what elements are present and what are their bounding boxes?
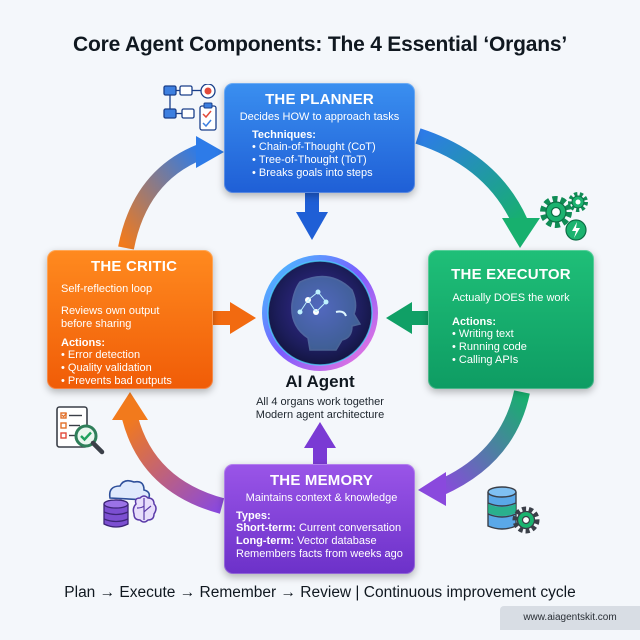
memory-types-label: Types: — [236, 510, 271, 522]
memory-short-label: Short-term: — [236, 522, 296, 534]
list-item: Quality validation — [61, 362, 205, 375]
executor-actions-list: Writing text Running code Calling APIs — [452, 328, 584, 367]
critic-title: THE CRITIC — [91, 258, 178, 275]
critic-actions-list: Error detection Quality validation Preve… — [61, 349, 205, 388]
list-item: Chain-of-Thought (CoT) — [252, 141, 405, 154]
arrow-executor-to-memory — [436, 390, 530, 496]
list-item: Running code — [452, 341, 584, 354]
arrow-memory-to-critic — [122, 415, 225, 514]
arrowhead-critic — [112, 392, 148, 420]
list-item: Tree-of-Thought (ToT) — [252, 154, 405, 167]
arrowhead-executor — [502, 218, 540, 248]
arrow-critic-to-planner — [118, 144, 204, 250]
planner-techniques-label: Techniques: — [252, 129, 316, 141]
critic-actions-label: Actions: — [61, 337, 105, 349]
critic-card: THE CRITIC Self-reflection loop Reviews … — [47, 250, 213, 389]
planner-title: THE PLANNER — [265, 91, 374, 108]
cloud-database-brain-icon — [103, 479, 157, 528]
critic-line1: Self-reflection loop — [61, 283, 153, 295]
memory-subtitle: Maintains context & knowledge — [245, 492, 398, 504]
list-item: Breaks goals into steps — [252, 167, 405, 180]
memory-short-term: Short-term: Current conversation — [236, 522, 407, 535]
arrowhead-memory — [418, 472, 446, 506]
page-title: Core Agent Components: The 4 Essential ‘… — [73, 33, 567, 56]
flowchart-icon — [163, 84, 217, 131]
planner-techniques-list: Chain-of-Thought (CoT) Tree-of-Thought (… — [252, 141, 405, 180]
database-gear-icon — [487, 486, 540, 534]
watermark[interactable]: www.aiagentskit.com — [500, 606, 640, 630]
ai-head-icon — [262, 255, 378, 371]
cycle-caption: Plan → Execute → Remember → Review | Con… — [64, 584, 576, 601]
list-item: Writing text — [452, 328, 584, 341]
critic-line2: Reviews own output before sharing — [61, 305, 160, 330]
memory-card: THE MEMORY Maintains context & knowledge… — [224, 464, 415, 574]
center-line1: All 4 organs work together — [256, 396, 384, 408]
executor-title: THE EXECUTOR — [451, 266, 571, 283]
executor-subtitle: Actually DOES the work — [452, 292, 570, 304]
gears-icon — [540, 192, 588, 241]
planner-card: THE PLANNER Decides HOW to approach task… — [224, 83, 415, 193]
memory-title: THE MEMORY — [269, 472, 374, 489]
center-title: AI Agent — [285, 372, 355, 391]
list-item: Calling APIs — [452, 354, 584, 367]
memory-facts: Remembers facts from weeks ago — [236, 548, 403, 560]
arrowhead-planner — [196, 136, 224, 168]
center-line2: Modern agent architecture — [255, 409, 385, 421]
memory-long-label: Long-term: — [236, 535, 295, 547]
memory-long-term: Long-term: Vector database — [236, 535, 407, 548]
list-item: Error detection — [61, 349, 205, 362]
executor-actions-label: Actions: — [452, 316, 496, 328]
document-magnifier-icon — [56, 406, 105, 455]
planner-subtitle: Decides HOW to approach tasks — [239, 111, 400, 123]
memory-long-text: Vector database — [297, 535, 377, 547]
memory-short-text: Current conversation — [298, 522, 402, 534]
arrow-planner-to-executor — [415, 128, 528, 226]
list-item: Prevents bad outputs — [61, 375, 205, 388]
executor-card: THE EXECUTOR Actually DOES the work Acti… — [428, 250, 594, 389]
